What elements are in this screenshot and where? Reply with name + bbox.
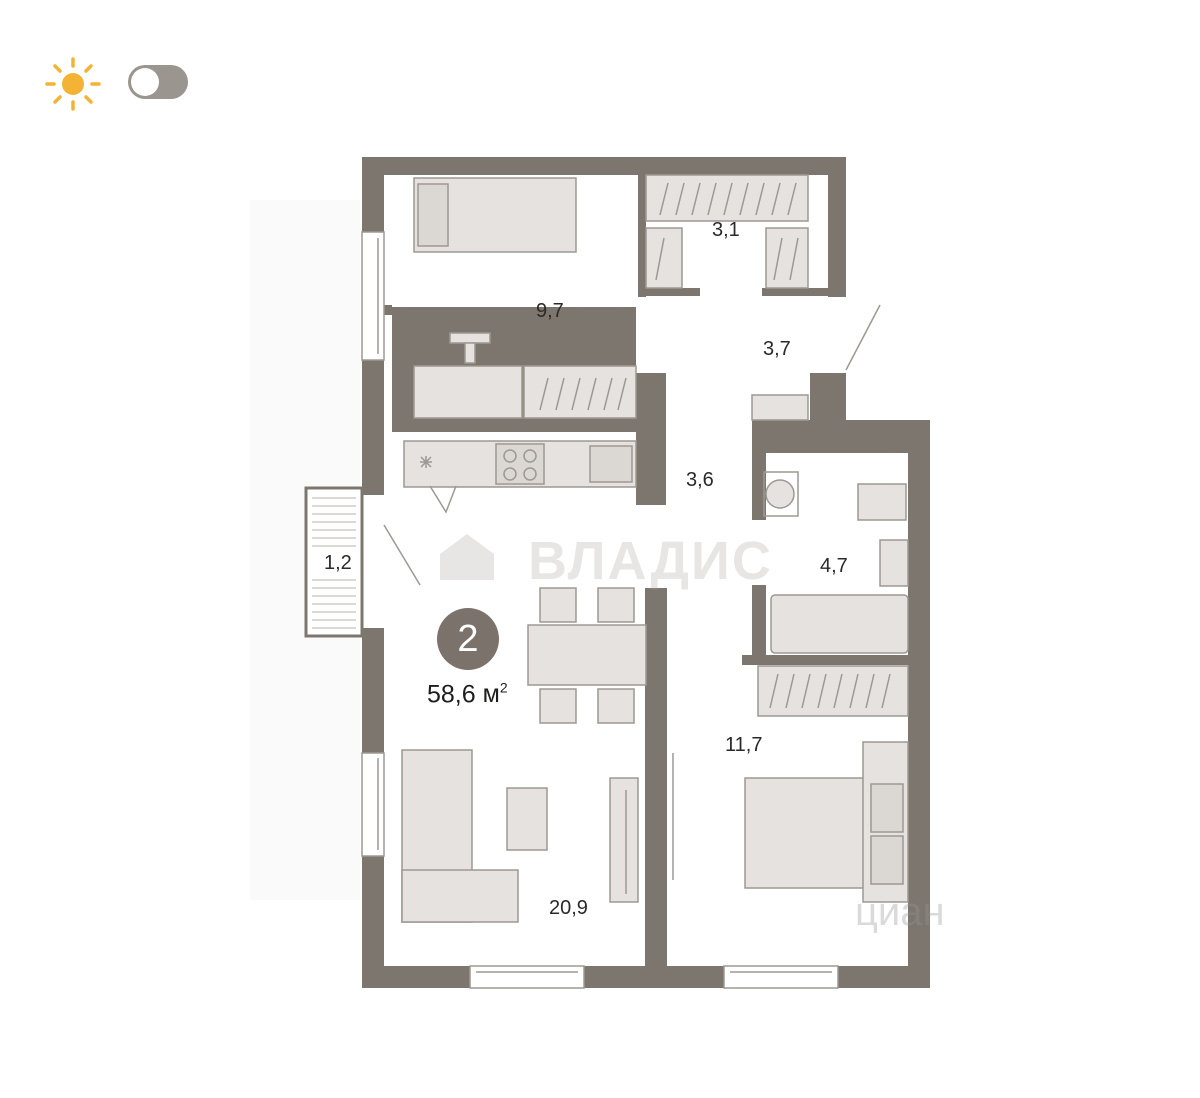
rooms-count-badge: 2 [437,608,499,670]
theme-toggle[interactable] [128,65,188,99]
area-bathroom: 4,7 [820,555,848,577]
furniture [401,174,909,923]
balcony [304,486,364,638]
brand-watermark: ВЛАДИС [528,531,773,591]
area-living-kitchen: 20,9 [549,897,588,919]
site-watermark: циан [855,890,945,934]
brand-logo-icon [440,534,494,580]
total-area-unit: м2 [482,680,508,709]
area-bedroom-large: 11,7 [725,734,763,756]
sun-icon [45,57,101,111]
total-area: 58,6 м2 [427,680,508,709]
area-wardrobe: 3,1 [712,219,740,241]
area-corridor: 3,6 [686,469,714,491]
toggle-knob [131,68,159,96]
area-hall: 3,7 [763,338,791,360]
total-area-value: 58,6 [427,680,476,709]
area-balcony: 1,2 [324,552,352,574]
area-bedroom-small: 9,7 [536,300,564,322]
